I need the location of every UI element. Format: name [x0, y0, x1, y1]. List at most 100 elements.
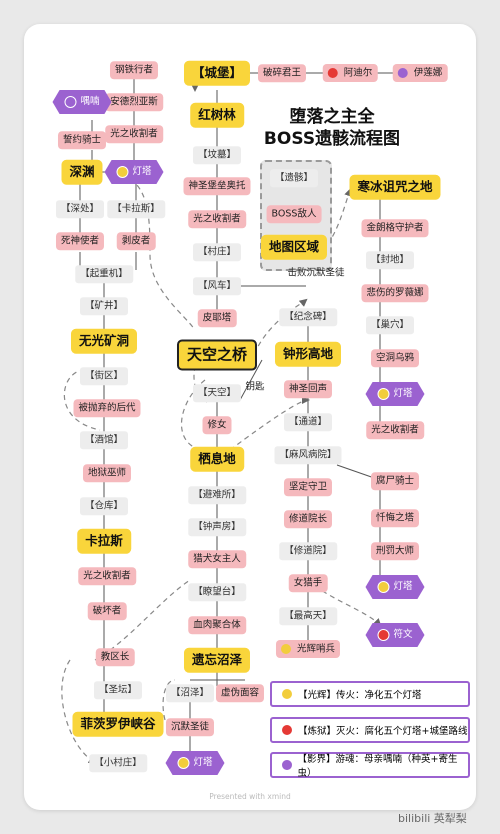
watermark: bilibili 英犁梨	[398, 812, 467, 825]
node-zuigaotian: 【最高天】	[279, 607, 337, 625]
hex-dengta3-label: 灯塔	[393, 581, 413, 593]
area-feiciluo: 菲茨罗伊峡谷	[72, 711, 164, 737]
node-guangzhi2: 光之收割者	[78, 567, 136, 585]
shadow-dot-icon	[282, 760, 292, 770]
nana-icon	[64, 96, 77, 108]
node-jiequ: 【街区】	[79, 367, 129, 385]
light-dot-icon	[282, 689, 292, 699]
node-jiaoqu: 教区长	[95, 648, 135, 666]
node-fengdi: 【封地】	[365, 251, 415, 269]
legend-row-inferno: 【炼狱】灭火：腐化五个灯塔+城堡路线	[270, 717, 470, 743]
rune-icon	[377, 629, 390, 641]
node-fushi: 腐尸骑士	[370, 472, 420, 490]
node-jianding: 坚定守卫	[283, 478, 333, 496]
node-yilianna-label: 伊莲娜	[413, 67, 443, 79]
lighthouse-icon	[177, 757, 190, 769]
node-bihu: 【避难所】	[188, 486, 246, 504]
title-line2: BOSS遗骸流程图	[263, 129, 401, 149]
node-jiuguan: 【酒馆】	[79, 431, 129, 449]
node-bopi: 剥皮者	[116, 232, 156, 250]
node-andelie: 安德烈亚斯	[105, 93, 163, 111]
node-tiantai: 【天空】	[192, 384, 242, 402]
node-jinianbei: 【纪念碑】	[279, 308, 337, 326]
node-guangzhi4: 光之收割者	[366, 421, 424, 439]
node-liaowang: 【瞭望台】	[188, 583, 246, 601]
node-xuerou: 血肉聚合体	[188, 616, 246, 634]
node-chaoxue: 【巢穴】	[365, 316, 415, 334]
node-shenshenghuisheng: 神圣回声	[283, 380, 333, 398]
node-adier-label: 阿迪尔	[343, 67, 373, 79]
lighthouse-icon	[377, 388, 390, 400]
area-yiwang: 遗忘沼泽	[183, 647, 251, 673]
diagram-title: 堕落之主全 BOSS遗骸流程图	[264, 106, 400, 150]
red-dot-icon	[327, 68, 338, 78]
legend-area: 地图区域	[260, 234, 328, 260]
area-wuguang: 无光矿洞	[70, 328, 138, 354]
inferno-dot-icon	[282, 725, 292, 735]
area-qixi: 栖息地	[190, 446, 244, 472]
node-chanhui: 忏悔之塔	[370, 509, 420, 527]
node-fenmu: 【坟墓】	[192, 146, 242, 164]
legend-row-shadow: 【影界】游魂：母亲喁喃（种英+寄生虫）	[270, 752, 470, 779]
hex-fuwen-label: 符文	[393, 629, 413, 641]
hex-nana-label: 喁喃	[80, 96, 100, 108]
hex-dengta4-label: 灯塔	[193, 757, 213, 769]
area-shenyuan: 深渊	[61, 159, 103, 185]
node-yilianna: 伊莲娜	[392, 64, 448, 82]
area-chengbao: 【城堡】	[183, 60, 251, 86]
node-guangzhi3: 光之收割者	[188, 210, 246, 228]
node-guanghui: 光辉哨兵	[275, 640, 341, 658]
hex-dengta4: 灯塔	[165, 751, 225, 775]
node-mingyue: 誓约骑士	[57, 131, 107, 149]
node-shensheng: 神圣堡垒奥托	[183, 177, 251, 195]
node-guanghui-label: 光辉哨兵	[296, 643, 336, 655]
node-xiudaoyuan: 修道院长	[283, 510, 333, 528]
defeat-label: 击败沉默圣徒	[287, 267, 345, 279]
node-shenchu: 【深处】	[55, 200, 105, 218]
node-guangzhi1: 光之收割者	[105, 125, 163, 143]
hex-dengta2-label: 灯塔	[393, 388, 413, 400]
node-xiudaoyuan2: 【修道院】	[279, 542, 337, 560]
hex-nana: 喁喃	[52, 90, 112, 114]
node-kuangjing: 【矿井】	[79, 297, 129, 315]
node-xuwei: 虚伪面容	[215, 684, 265, 702]
area-hongzhilin: 红树林	[190, 102, 244, 128]
node-diyu: 地狱巫师	[82, 464, 132, 482]
node-cunzhuang: 【村庄】	[192, 243, 242, 261]
node-nvlie: 女猎手	[288, 574, 328, 592]
node-gangtie: 钢铁行者	[109, 61, 159, 79]
node-qizhongji: 【起重机】	[75, 265, 133, 283]
node-lieqiu: 猎犬女主人	[188, 550, 246, 568]
node-fengche: 【风车】	[192, 277, 242, 295]
node-tongdao: 【通道】	[283, 413, 333, 431]
node-chenmo: 沉默圣徒	[165, 718, 215, 736]
purple-dot-icon	[397, 68, 408, 78]
node-zhongsheng: 【钟声房】	[188, 518, 246, 536]
node-siwang: 死神使者	[55, 232, 105, 250]
key-label: 钥匙	[245, 381, 265, 393]
lighthouse-icon	[377, 581, 390, 593]
node-kalasi-loc: 【卡拉斯】	[107, 200, 165, 218]
hex-dengta1: 灯塔	[104, 160, 164, 184]
node-xiunv: 修女	[202, 416, 232, 434]
node-cangku: 【仓库】	[79, 497, 129, 515]
node-pohuai: 破坏者	[87, 602, 127, 620]
legend-row-shadow-label: 【影界】游魂：母亲喁喃（种英+寄生虫）	[297, 754, 458, 779]
node-kongya: 空洞乌鸦	[370, 349, 420, 367]
footer-credit: Presented with xmind	[209, 792, 291, 801]
hex-fuwen: 符文	[365, 623, 425, 647]
node-beishang: 悲伤的罗薇娜	[361, 284, 429, 302]
hex-dengta3: 灯塔	[365, 575, 425, 599]
node-posui: 破碎君王	[257, 64, 307, 82]
area-gaodi: 钟形高地	[274, 341, 342, 367]
legend-boss: BOSS敌人	[266, 205, 322, 223]
node-adier: 阿迪尔	[322, 64, 378, 82]
node-jinlang: 金朗格守护者	[361, 219, 429, 237]
node-xingfa: 刑罚大师	[370, 542, 420, 560]
hex-dengta1-label: 灯塔	[132, 166, 152, 178]
legend-row-light: 【光辉】传火：净化五个灯塔	[270, 681, 470, 707]
node-piyeta: 皮耶塔	[197, 309, 237, 327]
node-xiaocunzhuang: 【小村庄】	[89, 754, 147, 772]
node-zhaoze: 【沼泽】	[165, 684, 215, 702]
